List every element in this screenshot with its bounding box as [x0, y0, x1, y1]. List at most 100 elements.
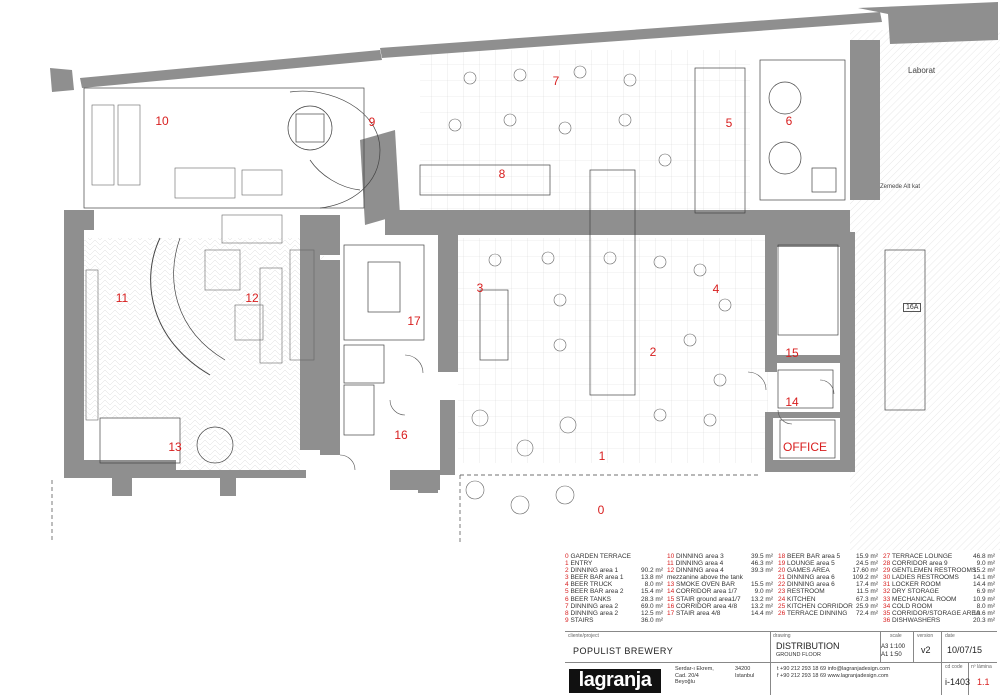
divider: [968, 662, 969, 695]
room-number-14: 14: [785, 395, 799, 409]
website: www.lagranjadesign.com: [827, 672, 889, 679]
walls: [50, 2, 998, 496]
room-number-6: 6: [785, 114, 793, 128]
interior-linework: [51, 59, 926, 545]
sheet-number: 1.1: [977, 677, 990, 687]
email-address: info@lagranjadesign.com: [827, 666, 890, 672]
divider: [565, 662, 997, 663]
room-number-15: 15: [785, 346, 799, 360]
divider: [941, 632, 942, 695]
date-label: date: [945, 633, 955, 639]
city: Istanbul: [735, 672, 755, 679]
contact-block: t +90 212 293 18 69 info@lagranjadesign.…: [777, 666, 890, 679]
room-number-17: 17: [407, 314, 421, 328]
room-number-10: 10: [155, 114, 169, 128]
divider: [880, 632, 881, 662]
room-number-5: 5: [725, 116, 733, 130]
room-number-1: 1: [598, 449, 606, 463]
title-block: cliente/project POPULIST BREWERY drawing…: [565, 631, 997, 695]
address-line-1: Serdar-ı Ekrem,: [675, 666, 714, 672]
legend-column-1: 0 GARDEN TERRACE 1 ENTRY 2 DINNING area …: [565, 553, 663, 624]
version-value: v2: [921, 645, 931, 655]
scale-label: scale: [890, 633, 902, 639]
scale-a3: A3 1:100: [881, 644, 906, 650]
room-number-8: 8: [498, 167, 506, 181]
room-number-11: 11: [115, 291, 129, 305]
room-number-4: 4: [712, 282, 720, 296]
room-number-2: 2: [649, 345, 657, 359]
room-number-12: 12: [245, 291, 259, 305]
sheet-label: nº lámina: [971, 664, 992, 670]
drawing-title: DISTRIBUTION: [776, 641, 840, 651]
address-line-2: Cad. 20/4: [675, 672, 699, 679]
scale-a1: A1 1:50: [881, 652, 902, 658]
drawing-subtitle: GROUND FLOOR: [776, 652, 821, 658]
legend-item: mezzanine above the tank: [667, 574, 743, 582]
room-number-7: 7: [552, 74, 560, 88]
lagranja-logo: lagranja: [569, 669, 661, 693]
room-number-3: 3: [476, 281, 484, 295]
room-number-16: 16: [394, 428, 408, 442]
address-line-3: Beyoğlu: [675, 679, 695, 685]
annotation-laboratory: Laborat: [908, 66, 936, 75]
office-label: OFFICE: [783, 440, 827, 454]
divider: [770, 632, 771, 695]
city-block: 34200 Istanbul: [735, 666, 754, 679]
legend-item: 0 GARDEN TERRACE: [565, 553, 631, 560]
divider: [913, 632, 914, 662]
phone-number: t +90 212 293 18 69: [777, 666, 827, 672]
client-name: POPULIST BREWERY: [573, 646, 674, 656]
room-number-9: 9: [368, 115, 376, 129]
address-block: Serdar-ı Ekrem, Cad. 20/4 Beyoğlu: [675, 666, 714, 686]
legend-item: 1 ENTRY: [565, 560, 593, 568]
version-label: version: [917, 633, 934, 639]
room-number-0: 0: [597, 503, 605, 517]
code-label: cd code: [945, 664, 963, 670]
code-value: i-1403: [945, 677, 971, 687]
room-legend: 0 GARDEN TERRACE 1 ENTRY 2 DINNING area …: [565, 553, 997, 631]
drawing-label: drawing: [773, 633, 791, 639]
fax-number: f +90 212 293 18 69: [777, 672, 827, 679]
room-number-13: 13: [168, 440, 182, 454]
zip-code: 34200: [735, 666, 751, 672]
client-label: cliente/project: [568, 633, 599, 639]
furniture: [85, 65, 732, 515]
date-value: 10/07/15: [947, 645, 983, 655]
